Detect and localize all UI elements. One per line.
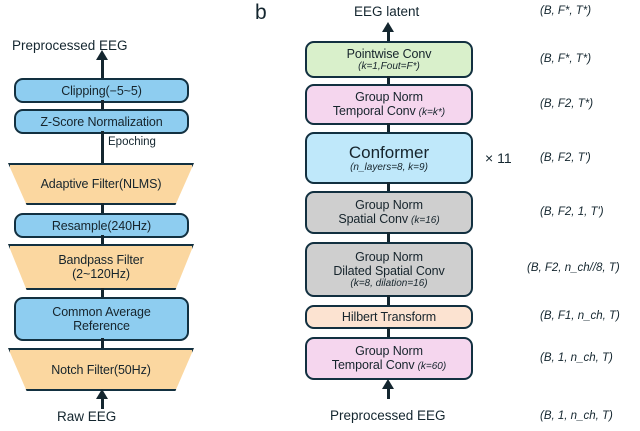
panel-a-step-bandpass-filter[interactable]: Bandpass Filter (2~120Hz)	[8, 244, 194, 290]
panel-b-connector-6	[387, 327, 390, 339]
panel-b-connector-3	[387, 182, 390, 193]
panel-a-step-car-sub: Reference	[73, 319, 130, 333]
panel-b-block-conformer[interactable]: Conformer (n_layers=8, k=9)	[305, 132, 473, 184]
panel-a-step-clipping-label: Clipping(−5~5)	[61, 83, 142, 98]
panel-a-step-adaptive-filter[interactable]: Adaptive Filter(NLMS)	[8, 163, 194, 205]
panel-a-connector-2	[101, 131, 104, 164]
panel-b-shape-gn-temporal-k60: (B, 1, n_ch, T)	[540, 352, 613, 364]
panel-b-shape-conformer: (B, F2, T')	[540, 152, 591, 164]
panel-b-connector-5	[387, 295, 390, 307]
panel-b-block-pointwise-conv-label: Pointwise Conv	[346, 46, 432, 61]
panel-b-block-gn-temporal-kstar-line2: Temporal Conv	[332, 104, 416, 119]
panel-a-step-adaptive-filter-label: Adaptive Filter(NLMS)	[40, 177, 162, 191]
panel-b-shape-hilbert: (B, F1, n_ch, T)	[540, 310, 620, 322]
panel-a-step-zscore-label: Z-Score Normalization	[40, 114, 163, 129]
panel-b-connector-2	[387, 123, 390, 134]
panel-a-arrow-shaft-top	[101, 58, 104, 78]
panel-b-block-groupnorm-temporal-conv-kstar[interactable]: Group Norm Temporal Conv (k=k*)	[305, 84, 473, 125]
panel-a-step-bandpass-filter-sub: (2~120Hz)	[72, 267, 130, 281]
panel-b-block-gn-temporal-kstar-line1: Group Norm	[355, 90, 423, 105]
panel-b-arrow-shaft-bottom	[387, 386, 390, 399]
panel-b-block-conformer-label: Conformer	[348, 142, 430, 162]
panel-a-bottom-label: Raw EEG	[57, 409, 117, 424]
panel-b-block-hilbert-transform[interactable]: Hilbert Transform	[305, 305, 473, 329]
panel-b-connector-4	[387, 232, 390, 244]
panel-b-shape-top: (B, F*, T*)	[540, 5, 592, 17]
panel-b-arrow-head-top	[382, 22, 394, 32]
panel-b-block-gn-temporal-k60-line1: Group Norm	[355, 344, 423, 359]
panel-a-arrow-head-top	[96, 50, 108, 60]
panel-b-block-gn-dilated-line1: Group Norm	[355, 249, 423, 264]
panel-b-block-groupnorm-dilated-spatial-conv[interactable]: Group Norm Dilated Spatial Conv (k=8, di…	[305, 242, 473, 297]
panel-b-block-gn-dilated-sub: (k=8, dilation=16)	[350, 277, 428, 289]
panel-a-step-car-label: Common Average	[52, 305, 151, 319]
panel-b-repeat-marker: × 11	[485, 150, 512, 166]
panel-b-block-gn-spatial-line2: Spatial Conv	[338, 212, 409, 227]
panel-a-arrow-shaft-bottom	[101, 396, 104, 409]
panel-b-block-conformer-sub: (n_layers=8, k=9)	[350, 161, 428, 173]
panel-b-shape-pointwise-conv: (B, F*, T*)	[540, 53, 592, 65]
panel-b-block-gn-temporal-k60-sub: (k=60)	[417, 361, 447, 373]
panel-a-step-clipping[interactable]: Clipping(−5~5)	[14, 78, 189, 103]
panel-a-step-notch-filter-label: Notch Filter(50Hz)	[51, 362, 151, 377]
panel-b-block-groupnorm-temporal-conv-k60[interactable]: Group Norm Temporal Conv (k=60)	[305, 337, 473, 380]
panel-a-step-resample-label: Resample(240Hz)	[51, 218, 152, 233]
panel-a-step-bandpass-filter-shape	[8, 244, 194, 290]
panel-a-step-bandpass-filter-label: Bandpass Filter	[58, 253, 144, 267]
panel-b-block-hilbert-label: Hilbert Transform	[341, 310, 437, 324]
panel-a-connector-4	[101, 235, 104, 246]
panel-b-arrow-head-bottom	[382, 379, 394, 389]
panel-a-connector-1	[101, 100, 104, 112]
panel-b-shape-gn-spatial: (B, F2, 1, T')	[540, 206, 604, 218]
panel-a-edge-label-epoching: Epoching	[108, 136, 156, 148]
panel-b-block-pointwise-conv-sub: (k=1,Fout=F*)	[358, 60, 420, 72]
panel-a-connector-3	[101, 203, 104, 215]
panel-a-arrow-head-bottom	[96, 389, 108, 399]
panel-b-top-label: EEG latent	[354, 4, 420, 19]
panel-a-top-label: Preprocessed EEG	[12, 38, 128, 53]
panel-b-shape-bottom: (B, 1, n_ch, T)	[540, 410, 613, 422]
panel-a-step-common-average-reference[interactable]: Common Average Reference	[14, 297, 189, 341]
panel-b-letter: b	[255, 1, 267, 24]
panel-b-block-groupnorm-spatial-conv[interactable]: Group Norm Spatial Conv (k=16)	[305, 191, 473, 234]
panel-b-block-gn-spatial-line1: Group Norm	[355, 198, 423, 213]
panel-a-step-notch-filter[interactable]: Notch Filter(50Hz)	[8, 348, 194, 391]
panel-b-arrow-shaft-top	[387, 30, 390, 42]
panel-b-bottom-label: Preprocessed EEG	[330, 408, 446, 423]
panel-b-block-gn-spatial-sub: (k=16)	[411, 215, 440, 227]
panel-b-block-gn-temporal-k60-line2: Temporal Conv	[331, 358, 415, 373]
panel-b-connector-1	[387, 76, 390, 86]
panel-b-shape-gn-dilated: (B, F2, n_ch//8, T)	[527, 262, 620, 274]
panel-a-connector-6	[101, 338, 104, 350]
panel-a-connector-5	[101, 288, 104, 299]
panel-b-shape-gn-temporal-kstar: (B, F2, T*)	[540, 98, 594, 110]
panel-a-step-resample[interactable]: Resample(240Hz)	[14, 213, 189, 238]
panel-b-block-gn-dilated-line2: Dilated Spatial Conv	[333, 263, 445, 278]
panel-b-block-gn-temporal-kstar-sub: (k=k*)	[418, 107, 446, 119]
panel-b-block-pointwise-conv[interactable]: Pointwise Conv (k=1,Fout=F*)	[305, 41, 473, 78]
